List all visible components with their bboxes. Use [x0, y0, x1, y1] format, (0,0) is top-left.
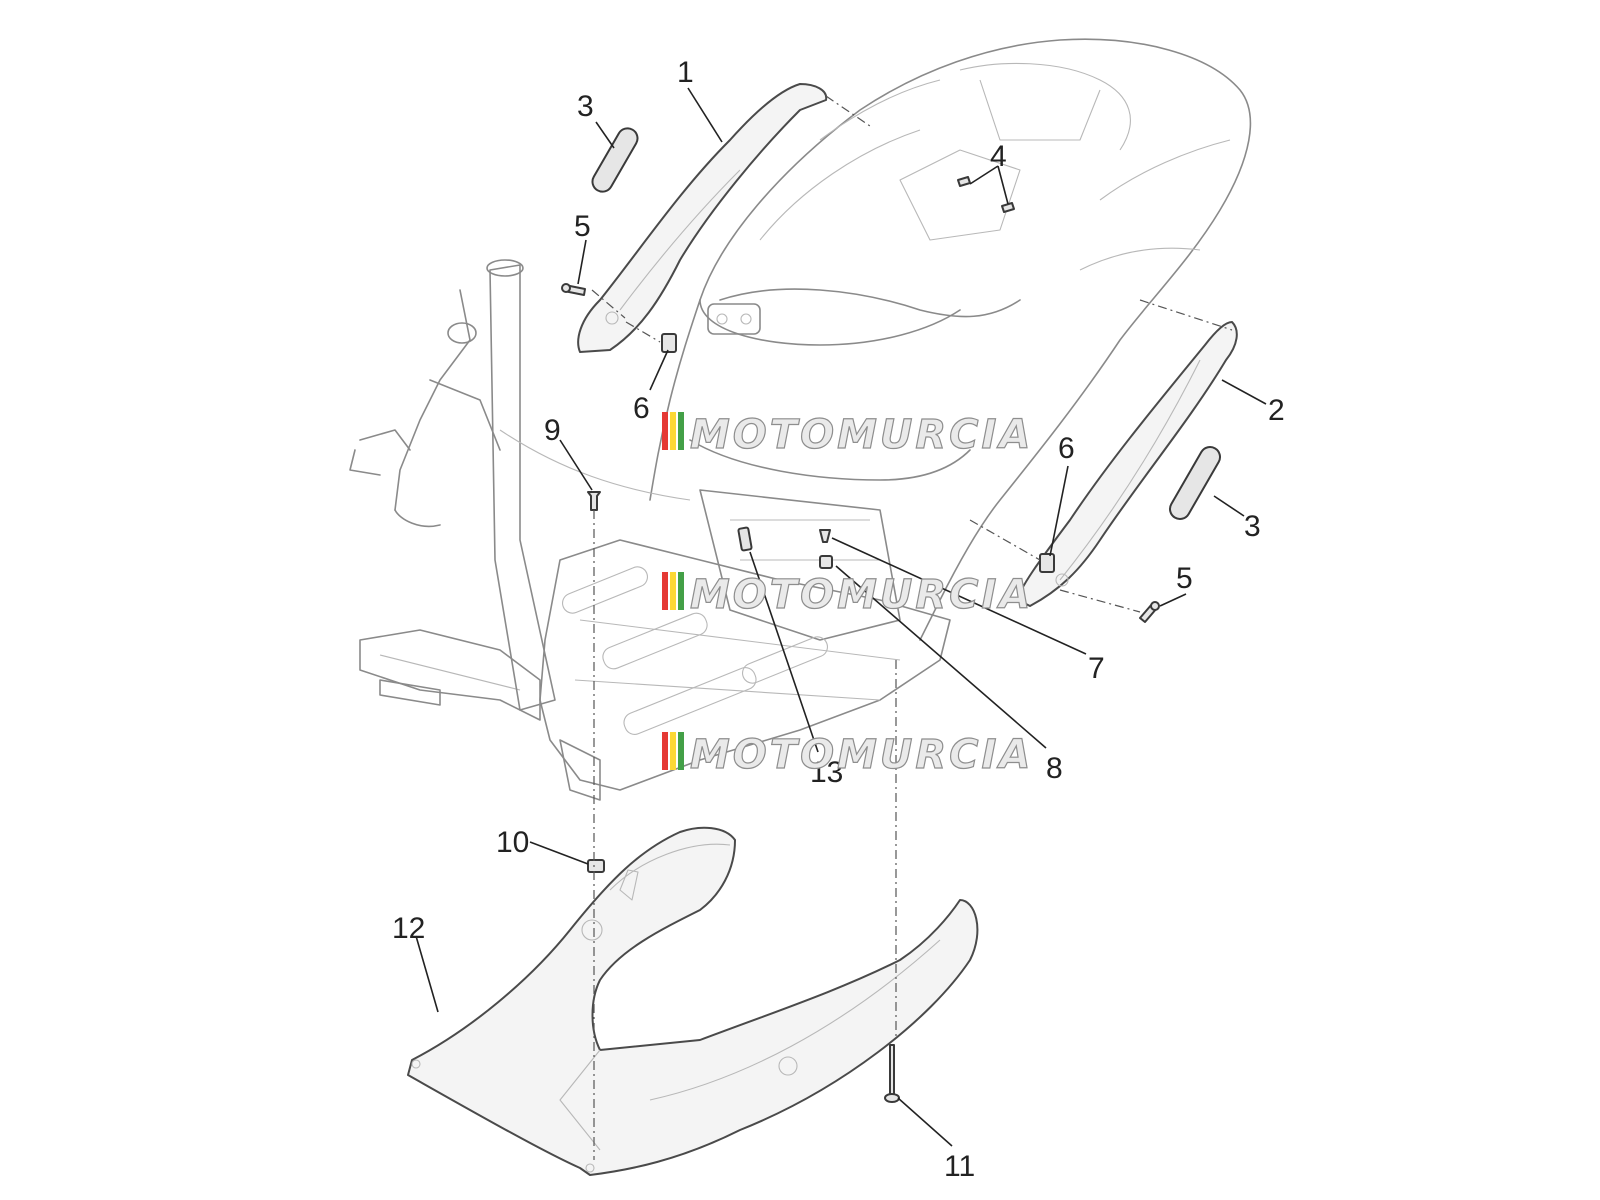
part-11-screw	[884, 1044, 900, 1103]
scooter-body-outline	[349, 38, 1252, 801]
watermark-text: MOTOMURCIA	[690, 732, 1033, 778]
watermark-text: MOTOMURCIA	[690, 572, 1033, 618]
callout-12: 12	[392, 912, 425, 945]
callout-1: 1	[677, 56, 694, 89]
watermark-bottom: MOTOMURCIA	[662, 731, 1033, 779]
part-1-left-side-cover	[577, 83, 828, 353]
callout-2: 2	[1268, 394, 1285, 427]
part-3-trim-strip-right	[1169, 446, 1221, 520]
part-10-clip	[587, 859, 605, 873]
callout-9: 9	[544, 414, 561, 447]
callout-8: 8	[1046, 752, 1063, 785]
callout-labels: 1 2 3 3 4 5 5 6 6 7 8 9 10 11 12 13	[392, 56, 1285, 1183]
part-6-clip-left	[661, 333, 677, 353]
callout-11: 11	[944, 1150, 975, 1183]
part-7-screw	[819, 529, 831, 543]
part-5-screw-left	[561, 283, 586, 296]
callout-13: 13	[810, 756, 843, 789]
callout-3-left: 3	[577, 90, 594, 123]
part-3-trim-strip-left	[591, 127, 639, 193]
watermark-middle: MOTOMURCIA	[662, 571, 1033, 619]
callout-6-left: 6	[633, 392, 650, 425]
alignment-lines	[591, 95, 1233, 1160]
callout-3-right: 3	[1244, 510, 1261, 543]
part-8-nut	[819, 555, 833, 569]
part-13-bracket	[737, 526, 753, 552]
callout-6-right: 6	[1058, 432, 1075, 465]
part-4-screws	[957, 176, 1015, 213]
part-6-clip-right	[1039, 553, 1055, 573]
callout-7: 7	[1088, 652, 1105, 685]
callout-10: 10	[496, 826, 529, 859]
part-9-screw	[587, 491, 601, 511]
callout-5-right: 5	[1176, 562, 1193, 595]
leader-lines	[415, 87, 1267, 1147]
part-12-lower-cover	[407, 826, 979, 1176]
watermark-top: MOTOMURCIA	[662, 411, 1033, 459]
callout-4: 4	[990, 140, 1007, 173]
part-2-right-side-cover	[1017, 321, 1238, 607]
watermark-text: MOTOMURCIA	[690, 412, 1033, 458]
callout-5-left: 5	[574, 210, 591, 243]
part-5-screw-right	[1139, 601, 1160, 623]
